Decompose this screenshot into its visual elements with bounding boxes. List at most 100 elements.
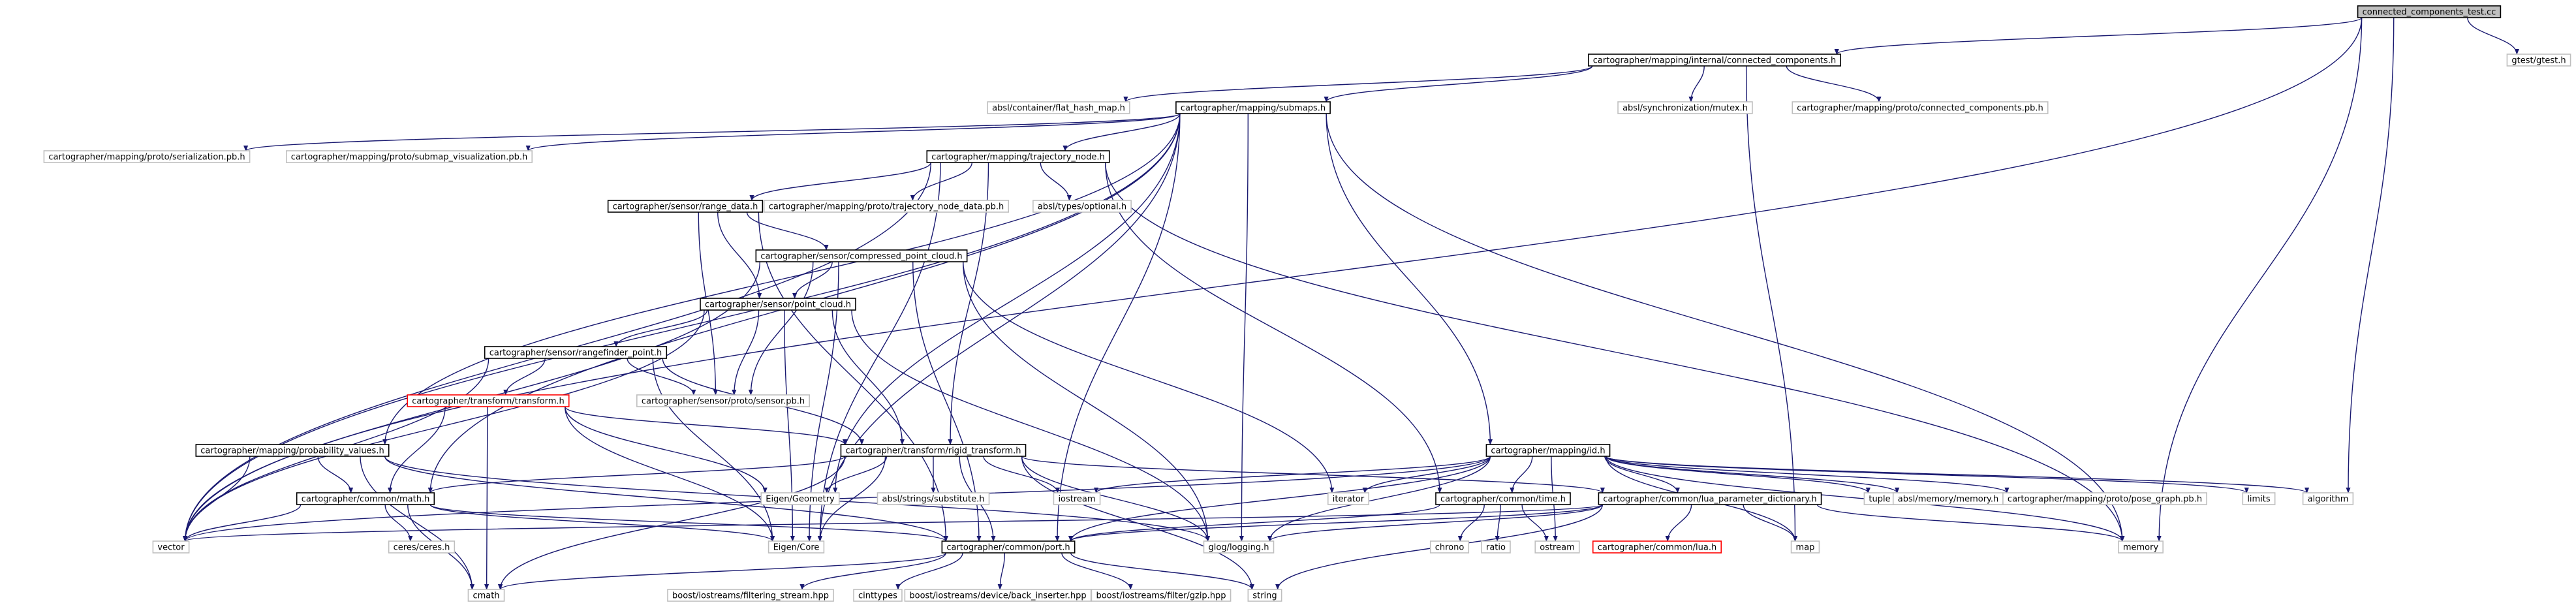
edge-n19-n44 xyxy=(498,456,846,590)
node-n21[interactable]: cartographer/common/math.h xyxy=(296,492,435,505)
node-n9[interactable]: cartographer/mapping/trajectory_node.h xyxy=(926,150,1110,163)
node-label: cartographer/sensor/compressed_point_clo… xyxy=(760,252,962,262)
node-label: absl/container/flat_hash_map.h xyxy=(992,104,1125,114)
edge-n1-n4 xyxy=(1324,65,1593,102)
edge-n0-n33 xyxy=(183,17,2363,542)
node-n35[interactable]: Eigen/Core xyxy=(768,540,825,554)
node-n12[interactable]: absl/types/optional.h xyxy=(1032,200,1132,213)
edge-n26-n40 xyxy=(1521,504,1549,542)
node-n17[interactable]: cartographer/transform/transform.h xyxy=(407,394,570,407)
node-label: cartographer/mapping/proto/pose_graph.pb… xyxy=(2008,495,2202,505)
node-n28[interactable]: tuple xyxy=(1863,492,1896,505)
node-label: absl/types/optional.h xyxy=(1038,202,1126,212)
node-n40[interactable]: ostream xyxy=(1534,540,1580,554)
node-n37[interactable]: glog/logging.h xyxy=(1203,540,1275,554)
node-box xyxy=(1790,540,1820,554)
edge-n27-n36 xyxy=(1068,504,1604,542)
edge-n17-n19 xyxy=(565,406,847,445)
node-n3[interactable]: absl/container/flat_hash_map.h xyxy=(987,101,1130,114)
node-n34[interactable]: ceres/ceres.h xyxy=(388,540,456,554)
node-n8[interactable]: cartographer/mapping/proto/submap_visual… xyxy=(285,150,533,163)
node-n32[interactable]: algorithm xyxy=(2302,492,2354,505)
node-label: boost/iostreams/filter/gzip.hpp xyxy=(1096,591,1226,601)
node-box xyxy=(388,540,456,554)
node-box xyxy=(1587,54,1842,67)
edge-n36-n44 xyxy=(498,552,947,590)
node-n26[interactable]: cartographer/common/time.h xyxy=(1435,492,1571,505)
node-n45[interactable]: boost/iostreams/filtering_stream.hpp xyxy=(667,589,834,602)
node-label: chrono xyxy=(1435,543,1465,553)
node-n27[interactable]: cartographer/common/lua_parameter_dictio… xyxy=(1598,492,1822,505)
node-n36[interactable]: cartographer/common/port.h xyxy=(941,540,1076,554)
node-label: absl/synchronization/mutex.h xyxy=(1622,104,1748,114)
edge-n19-n49 xyxy=(1021,456,1254,590)
edge-n4-n7 xyxy=(243,113,1181,151)
node-box xyxy=(2302,492,2354,505)
node-n43[interactable]: memory xyxy=(2118,540,2164,554)
node-label: cartographer/mapping/proto/serialization… xyxy=(48,153,245,163)
node-n6[interactable]: cartographer/mapping/proto/connected_com… xyxy=(1792,101,2049,114)
node-n14[interactable]: cartographer/sensor/point_cloud.h xyxy=(700,298,856,311)
node-n13[interactable]: cartographer/sensor/compressed_point_clo… xyxy=(755,249,968,262)
node-n11[interactable]: cartographer/mapping/proto/trajectory_no… xyxy=(763,200,1010,213)
node-n31[interactable]: limits xyxy=(2242,492,2276,505)
edge-n19-n22 xyxy=(824,456,888,493)
node-label: absl/strings/substitute.h xyxy=(882,495,984,505)
edge-n18-n44 xyxy=(360,456,475,590)
node-n4[interactable]: cartographer/mapping/submaps.h xyxy=(1175,101,1331,114)
node-n15[interactable]: cartographer/sensor/rangefinder_point.h xyxy=(484,346,668,359)
node-n7[interactable]: cartographer/mapping/proto/serialization… xyxy=(43,150,251,163)
node-n29[interactable]: absl/memory/memory.h xyxy=(1892,492,2004,505)
node-n1[interactable]: cartographer/mapping/internal/connected_… xyxy=(1587,54,1842,67)
edge-n9-n43 xyxy=(1105,162,2125,542)
node-n30[interactable]: cartographer/mapping/proto/pose_graph.pb… xyxy=(2002,492,2207,505)
node-n48[interactable]: boost/iostreams/filter/gzip.hpp xyxy=(1091,589,1232,602)
node-n41[interactable]: cartographer/common/lua.h xyxy=(1592,540,1722,554)
node-box xyxy=(2242,492,2276,505)
node-n16[interactable]: cartographer/sensor/proto/sensor.pb.h xyxy=(636,394,810,407)
edge-n17-n21 xyxy=(388,406,446,493)
node-label: boost/iostreams/device/back_inserter.hpp xyxy=(909,591,1086,601)
node-n24[interactable]: iostream xyxy=(1053,492,1101,505)
node-n42[interactable]: map xyxy=(1790,540,1820,554)
node-box xyxy=(636,394,810,407)
node-n38[interactable]: chrono xyxy=(1429,540,1470,554)
edge-n9-n11 xyxy=(910,162,972,201)
node-box xyxy=(667,589,834,602)
edge-n4-n9 xyxy=(1063,113,1181,151)
edge-n19-n21 xyxy=(427,456,846,493)
edge-n4-n35 xyxy=(817,113,1181,542)
edge-n10-n13 xyxy=(746,211,829,251)
node-n46[interactable]: cinttypes xyxy=(853,589,903,602)
edge-n36-n46 xyxy=(895,552,963,590)
edge-n20-n32 xyxy=(1605,456,2309,493)
node-box xyxy=(1485,444,1611,457)
node-n10[interactable]: cartographer/sensor/range_data.h xyxy=(607,200,764,213)
node-n22[interactable]: Eigen/Geometry xyxy=(760,492,840,505)
edge-n4-n37 xyxy=(1239,113,1249,542)
node-label: cartographer/mapping/proto/connected_com… xyxy=(1797,104,2043,114)
node-n23[interactable]: absl/strings/substitute.h xyxy=(877,492,990,505)
node-label: cartographer/common/port.h xyxy=(946,543,1070,553)
node-n33[interactable]: vector xyxy=(152,540,190,554)
node-box xyxy=(1534,540,1580,554)
node-n0[interactable]: connected_components_test.cc xyxy=(2357,5,2502,18)
node-label: algorithm xyxy=(2308,495,2349,505)
node-label: iostream xyxy=(1058,495,1095,505)
node-n20[interactable]: cartographer/mapping/id.h xyxy=(1485,444,1611,457)
edge-n9-n12 xyxy=(1040,162,1072,201)
node-n2[interactable]: gtest/gtest.h xyxy=(2506,54,2571,67)
node-n39[interactable]: ratio xyxy=(1481,540,1511,554)
node-layer: connected_components_test.cc cartographer… xyxy=(43,5,2571,602)
node-label: cinttypes xyxy=(858,591,897,601)
node-n25[interactable]: iterator xyxy=(1327,492,1370,505)
node-n49[interactable]: string xyxy=(1247,589,1282,602)
edge-n20-n29 xyxy=(1605,456,1900,493)
node-n5[interactable]: absl/synchronization/mutex.h xyxy=(1617,101,1753,114)
node-box xyxy=(904,589,1092,602)
node-n44[interactable]: cmath xyxy=(467,589,505,602)
node-n18[interactable]: cartographer/mapping/probability_values.… xyxy=(195,444,390,457)
node-n19[interactable]: cartographer/transform/rigid_transform.h xyxy=(840,444,1027,457)
node-n47[interactable]: boost/iostreams/device/back_inserter.hpp xyxy=(904,589,1092,602)
edge-n15-n17 xyxy=(503,358,546,396)
